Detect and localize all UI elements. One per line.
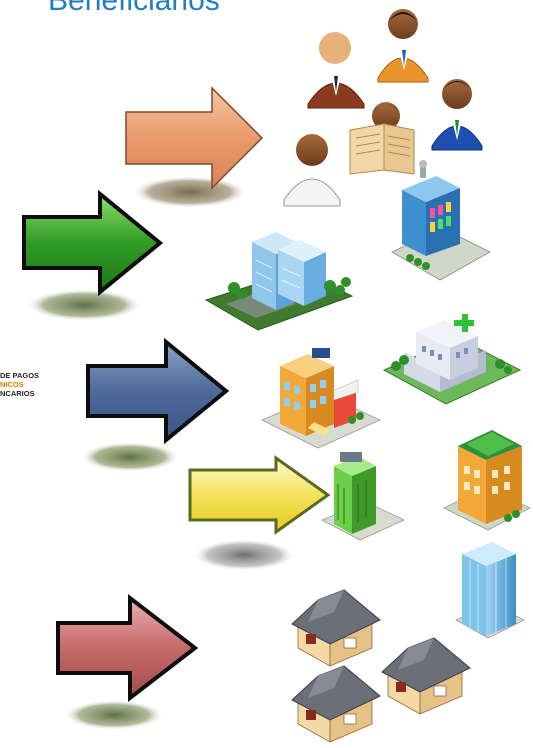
person-brown-suit bbox=[307, 32, 365, 109]
hospital-icon bbox=[382, 314, 522, 405]
people-icon bbox=[283, 9, 483, 207]
orange-tower-icon bbox=[443, 430, 531, 531]
side-caption-line-1: DE PAGOS bbox=[0, 371, 40, 380]
office-building-icon bbox=[391, 160, 491, 281]
house-icon bbox=[291, 589, 471, 743]
person-blue-suit bbox=[431, 79, 483, 151]
person-white-shirt bbox=[283, 134, 341, 207]
person-reading-newspaper bbox=[349, 102, 415, 175]
arrow-red bbox=[56, 593, 199, 730]
side-caption-line-3: NCARIOS bbox=[0, 389, 35, 398]
arrow-blue bbox=[80, 337, 230, 472]
arrow-orange bbox=[125, 86, 264, 208]
page-title: Beneficiarios bbox=[48, 0, 220, 17]
house-top bbox=[291, 589, 381, 667]
person-orange-suit bbox=[377, 9, 429, 83]
glass-tower-icon bbox=[455, 542, 525, 639]
green-tower-icon bbox=[321, 452, 405, 541]
side-caption: DE PAGOS NICOS NCARIOS bbox=[0, 371, 39, 398]
arrow-yellow bbox=[188, 455, 331, 571]
house-right bbox=[381, 637, 471, 715]
side-caption-line-2: NICOS bbox=[0, 380, 24, 389]
store-building-icon bbox=[261, 348, 381, 449]
house-bottom bbox=[291, 665, 381, 743]
office-complex-icon bbox=[204, 232, 354, 331]
arrow-green bbox=[22, 189, 164, 321]
